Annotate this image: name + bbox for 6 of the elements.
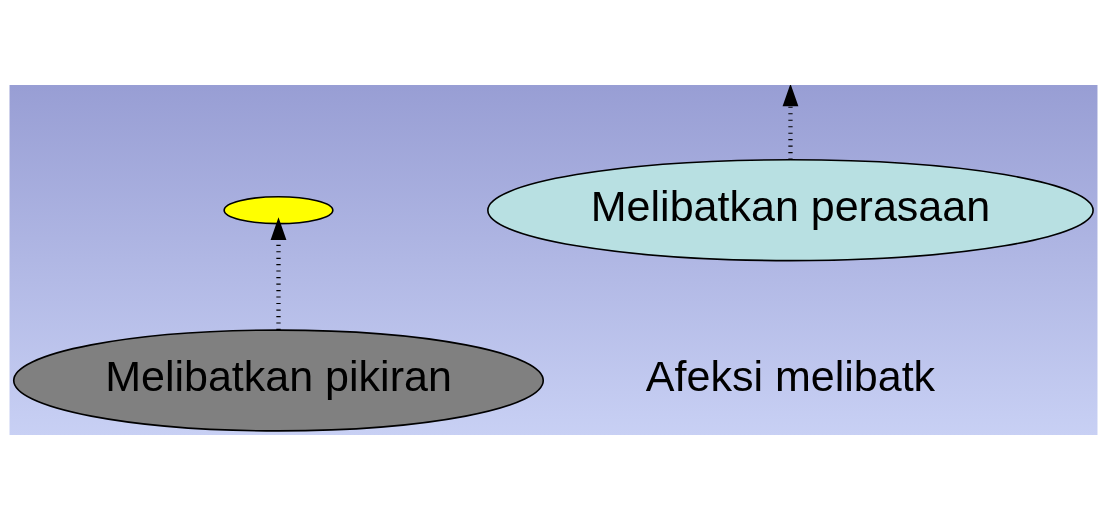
node-ellipse <box>223 195 334 224</box>
node-ellipse: Melibatkan pikiran <box>12 328 545 432</box>
arrow <box>782 84 799 160</box>
label: Afeksi melibatk <box>645 351 936 400</box>
arrow <box>270 216 287 330</box>
node-ellipse: Melibatkan perasaan <box>487 158 1094 261</box>
